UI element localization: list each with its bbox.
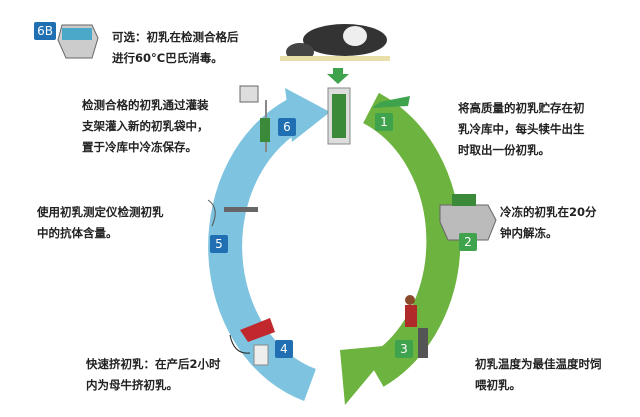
text-line: 时取出一份初乳。 — [458, 143, 550, 157]
text-line: 乳冷库中，每头犊牛出生 — [458, 122, 585, 136]
refractometer-illustration — [207, 199, 258, 227]
text-line: 检测合格的初乳通过灌装 — [82, 98, 209, 112]
text-line: 快速挤初乳：在产后2小时 — [86, 357, 221, 371]
text-line: 可选：初乳在检测合格后 — [112, 30, 239, 44]
milking-illustration — [229, 318, 275, 366]
text-line: 初乳温度为最佳温度时饲 — [475, 357, 602, 371]
step-4-description: 快速挤初乳：在产后2小时 内为母牛挤初乳。 — [86, 354, 221, 396]
step-5-description: 使用初乳测定仪检测初乳 中的抗体含量。 — [37, 202, 164, 244]
thawer-illustration — [439, 194, 497, 241]
green-arrowhead — [340, 345, 395, 405]
blue-cycle-arrow — [208, 96, 317, 401]
feeding-person-illustration — [405, 295, 428, 358]
text-line: 喂初乳。 — [475, 378, 521, 392]
cow-illustration — [280, 24, 390, 61]
blue-arrowhead — [285, 88, 330, 142]
step-1-badge: 1 — [375, 113, 393, 131]
text-line: 内为母牛挤初乳。 — [86, 378, 178, 392]
text-line: 冷冻的初乳在20分 — [500, 205, 597, 219]
text-line: 中的抗体含量。 — [37, 226, 118, 240]
text-line: 使用初乳测定仪检测初乳 — [37, 205, 164, 219]
step-1-description: 将高质量的初乳贮存在初 乳冷库中，每头犊牛出生 时取出一份初乳。 — [458, 98, 585, 161]
filling-stand-illustration — [239, 85, 270, 152]
step-6-badge: 6 — [278, 118, 296, 136]
text-line: 置于冷库中冷冻保存。 — [82, 140, 197, 154]
text-line: 进行60°C巴氏消毒。 — [112, 51, 223, 65]
step-3-badge: 3 — [395, 340, 413, 358]
step-6b-description: 可选：初乳在检测合格后 进行60°C巴氏消毒。 — [112, 27, 239, 69]
step-2-badge: 2 — [459, 233, 477, 251]
step-4-badge: 4 — [275, 340, 293, 358]
text-line: 支架灌入新的初乳袋中， — [82, 119, 209, 133]
freezer-illustration — [327, 87, 351, 145]
step-6b-badge: 6B — [34, 22, 56, 40]
step-3-description: 初乳温度为最佳温度时饲 喂初乳。 — [475, 354, 602, 396]
text-line: 将高质量的初乳贮存在初 — [458, 101, 585, 115]
step-2-description: 冷冻的初乳在20分 钟内解冻。 — [500, 202, 597, 244]
green-cycle-arrow — [362, 92, 461, 387]
text-line: 钟内解冻。 — [500, 226, 558, 240]
pasteurizer-illustration — [57, 24, 99, 59]
step-5-badge: 5 — [210, 235, 228, 253]
colostrum-bag-icon — [372, 96, 410, 108]
down-arrow-icon — [327, 68, 349, 84]
step-6-description: 检测合格的初乳通过灌装 支架灌入新的初乳袋中， 置于冷库中冷冻保存。 — [82, 95, 209, 158]
